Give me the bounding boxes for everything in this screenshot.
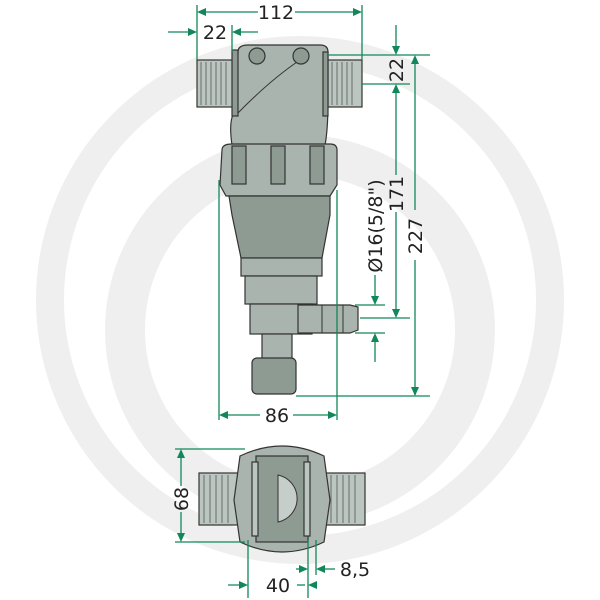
dim-body-width: 86 bbox=[265, 405, 289, 427]
dim-bottom-width: 40 bbox=[266, 575, 290, 597]
left-thread-lines bbox=[200, 62, 227, 105]
dim-bottom-height: 68 bbox=[171, 487, 193, 511]
left-thread bbox=[196, 59, 235, 108]
dim-thread-length: 22 bbox=[203, 22, 227, 44]
dim-thread-height: 22 bbox=[386, 58, 408, 82]
hose-outlet bbox=[297, 304, 359, 334]
dim-overall-width: 112 bbox=[258, 2, 294, 24]
filter-side-view bbox=[196, 44, 363, 395]
dim-bottom-offset: 8,5 bbox=[340, 559, 370, 581]
filter-top-view bbox=[198, 445, 366, 553]
dim-outlet-diameter: Ø16(5/8") bbox=[365, 179, 387, 272]
dimension-arrows bbox=[177, 8, 419, 589]
filter-head bbox=[230, 44, 329, 146]
dim-height-to-outlet: 171 bbox=[386, 176, 408, 212]
drain-knob bbox=[251, 357, 297, 395]
dim-overall-height: 227 bbox=[405, 218, 427, 254]
filter-bowl bbox=[228, 195, 331, 259]
